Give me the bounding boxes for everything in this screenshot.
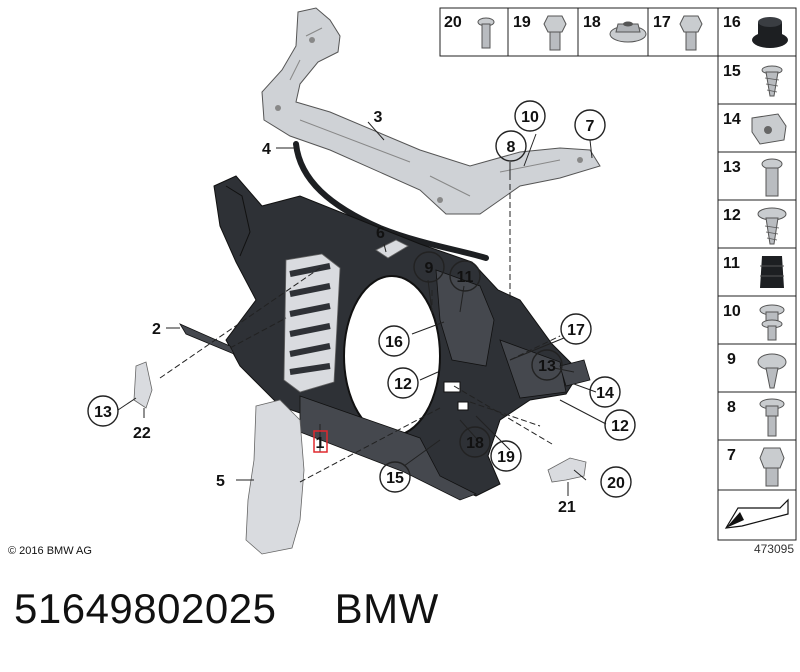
panel-label-13: 13 bbox=[723, 159, 741, 176]
bolt-icon-13 bbox=[761, 158, 783, 197]
panel-label-19: 19 bbox=[513, 14, 531, 31]
callout-3: 3 bbox=[374, 109, 383, 126]
brand-name: BMW bbox=[334, 585, 439, 632]
trim-strip-part bbox=[179, 323, 235, 355]
panel-label-16: 16 bbox=[723, 14, 741, 31]
callout-20: 20 bbox=[607, 475, 625, 492]
callout-5: 5 bbox=[216, 473, 225, 490]
callout-13-left: 13 bbox=[94, 404, 112, 421]
callout-13-right: 13 bbox=[538, 358, 556, 375]
callout-22: 22 bbox=[133, 425, 151, 442]
panel-label-7: 7 bbox=[727, 447, 736, 464]
callout-17: 17 bbox=[567, 322, 585, 339]
hex-bolt-icon-17 bbox=[679, 15, 703, 51]
circled-callouts: 10 7 8 9 11 16 12 17 13 14 12 18 19 15 2… bbox=[87, 100, 636, 498]
screw-icon-8 bbox=[759, 398, 785, 437]
callout-14: 14 bbox=[596, 385, 614, 402]
hex-bolt-icon-19 bbox=[543, 15, 567, 51]
callout-12-right: 12 bbox=[611, 418, 629, 435]
callout-12-left: 12 bbox=[394, 376, 412, 393]
assembly-guide-lines bbox=[159, 184, 561, 483]
air-duct-part bbox=[245, 399, 305, 555]
callout-8: 8 bbox=[507, 139, 516, 156]
reference-number: 473095 bbox=[754, 542, 794, 556]
collar-nut-icon-18 bbox=[609, 21, 647, 43]
part-footer: 51649802025 BMW bbox=[14, 585, 439, 633]
callout-10: 10 bbox=[521, 109, 539, 126]
buffer-icon-11 bbox=[760, 256, 784, 288]
part-number: 51649802025 bbox=[14, 585, 277, 632]
bracket-part-21 bbox=[547, 457, 587, 483]
copyright-text: © 2016 BMW AG bbox=[8, 545, 92, 557]
bracket-part-22 bbox=[133, 361, 153, 409]
callout-19: 19 bbox=[497, 449, 515, 466]
callout-9: 9 bbox=[425, 260, 434, 277]
callout-11: 11 bbox=[457, 269, 474, 286]
panel-label-15: 15 bbox=[723, 63, 741, 80]
panel-label-17: 17 bbox=[653, 14, 671, 31]
parts-panel-top-row: 20 19 18 17 16 bbox=[439, 7, 797, 57]
callout-4: 4 bbox=[262, 141, 271, 158]
panel-label-10: 10 bbox=[723, 303, 741, 320]
panel-label-12: 12 bbox=[723, 207, 741, 224]
panel-label-14: 14 bbox=[723, 111, 741, 128]
panel-label-18: 18 bbox=[583, 14, 601, 31]
screw-icon-10 bbox=[759, 304, 785, 341]
callout-15: 15 bbox=[386, 470, 404, 487]
panel-label-8: 8 bbox=[727, 399, 736, 416]
leader-lines bbox=[117, 121, 607, 496]
callout-2: 2 bbox=[152, 321, 161, 338]
callout-1-box bbox=[313, 430, 328, 453]
screw-icon-9 bbox=[757, 353, 787, 389]
parts-panel-right-column: 15 14 13 12 11 10 9 8 7 bbox=[717, 55, 797, 541]
panel-label-9: 9 bbox=[727, 351, 736, 368]
callout-6: 6 bbox=[376, 225, 385, 242]
upper-brace-part bbox=[261, 7, 601, 215]
screw-icon-15 bbox=[761, 65, 783, 97]
grommet-icon-16 bbox=[752, 17, 788, 48]
screw-icon-20 bbox=[477, 17, 495, 49]
callout-7: 7 bbox=[586, 118, 595, 135]
clip-part-6 bbox=[375, 239, 409, 259]
callout-21: 21 bbox=[558, 499, 576, 516]
hex-bolt-icon-7 bbox=[759, 447, 785, 487]
callout-18: 18 bbox=[466, 435, 484, 452]
nut-clip-icon-14 bbox=[751, 113, 787, 145]
screw-icon-12 bbox=[757, 207, 787, 245]
panel-label-11: 11 bbox=[723, 255, 740, 272]
bracket-part-14 bbox=[559, 359, 591, 387]
callout-16: 16 bbox=[385, 334, 403, 351]
arrow-icon bbox=[724, 498, 789, 529]
callout-1: 1 bbox=[316, 435, 325, 452]
panel-label-20: 20 bbox=[444, 14, 462, 31]
